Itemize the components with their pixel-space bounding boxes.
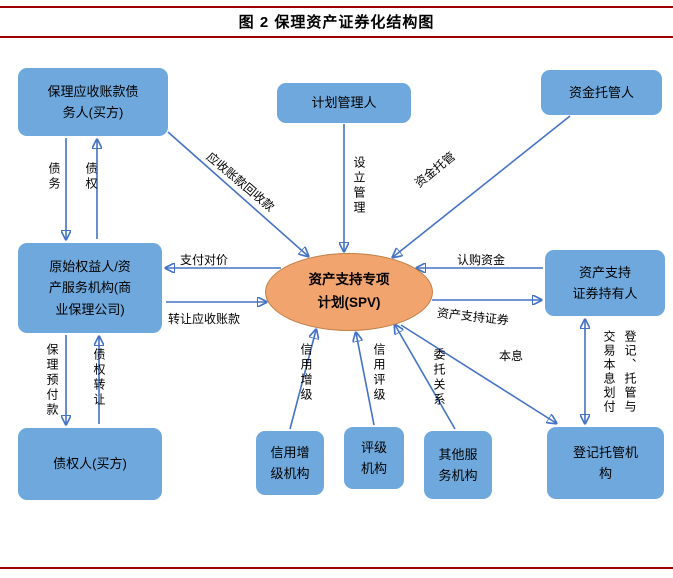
arrow-credit-enhancement [289,330,316,430]
node-plan-manager: 计划管理人 [277,83,411,123]
node-originator: 原始权益人/资 产服务机构(商 业保理公司) [18,243,162,333]
arrow-entrust-relation [395,325,456,430]
edge-label-factoring-advance: 保理预付款 [45,343,59,418]
edge-label-claim-transfer: 债权转让 [92,348,106,408]
edge-label-credit-enhancement: 信用增级 [299,343,313,403]
node-spv: 资产支持专项 计划(SPV) [265,253,433,331]
node-abs-holders: 资产支持 证券持有人 [545,250,665,316]
arrow-credit-rating [356,333,375,426]
edge-label-registry-custody-transfer: 登记、托管与交易本息划付 [602,330,637,414]
edge-label-credit-rating: 信用评级 [372,343,386,403]
node-credit-enhancer: 信用增 级机构 [256,431,324,495]
edge-label-transfer-receivables: 转让应收账款 [168,312,241,326]
title-divider-rule [0,36,673,38]
node-factoring-debtor: 保理应收账款债 务人(买方) [18,68,168,136]
node-other-service: 其他服 务机构 [424,431,492,499]
edge-label-claim: 债权 [84,162,98,192]
arrow-collection [167,131,308,256]
arrow-principal-interest [400,324,556,423]
edge-label-entrust-relation: 委托关系 [432,348,446,408]
node-registry: 登记托管机 构 [547,427,664,499]
top-rule [0,6,673,8]
arrow-fund-custody [393,115,571,257]
edge-label-debt: 债务 [47,162,61,192]
node-creditor: 债权人(买方) [18,428,162,500]
edge-label-subscription-funds: 认购资金 [457,253,506,267]
edge-label-pay-consideration: 支付对价 [180,253,229,267]
figure-title: 图 2 保理资产证券化结构图 [238,14,435,31]
edge-label-setup-manage: 设立管理 [352,156,366,216]
bottom-rule [0,567,673,569]
edge-label-principal-interest: 本息 [499,349,524,363]
node-rating-agency: 评级 机构 [344,427,404,489]
node-fund-custodian: 资金托管人 [541,70,662,115]
